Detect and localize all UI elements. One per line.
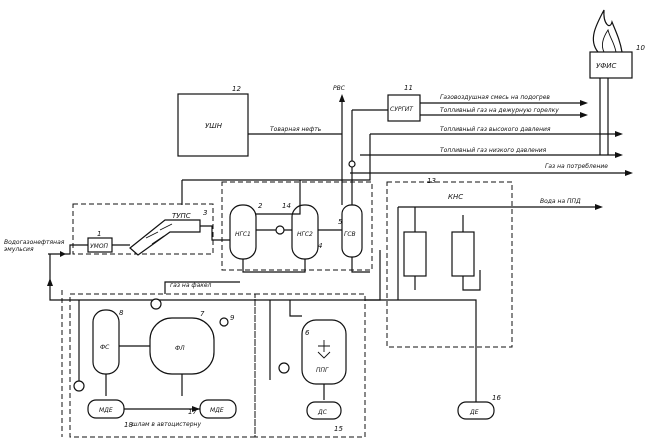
- surgit-label: СУРГИТ: [390, 106, 414, 113]
- stream-water: Вода на ППД: [540, 198, 581, 205]
- tups-label: ТУПС: [172, 212, 191, 220]
- ngs1-label: НГС1: [235, 231, 251, 238]
- inlet-line: [48, 245, 88, 254]
- num-5: 5: [338, 218, 343, 226]
- ds-label: ДС: [317, 409, 328, 416]
- tups-pipe: [130, 220, 200, 255]
- arrow-water-ppd: [595, 204, 603, 210]
- tups-to-ngs: [200, 226, 230, 240]
- ngs2-label: НГС2: [297, 231, 313, 238]
- fs-label: ФС: [100, 344, 110, 351]
- arrow-high: [615, 131, 623, 137]
- stream-oil: Товарная нефть: [270, 126, 322, 133]
- kns-label: КНС: [448, 193, 463, 201]
- num-3: 3: [203, 209, 207, 217]
- gs-label: ГСВ: [344, 231, 356, 238]
- num-14: 14: [282, 202, 291, 210]
- ufis-leg: [600, 78, 608, 155]
- flame-inner-icon: [602, 30, 616, 52]
- num-4: 4: [318, 242, 322, 250]
- de-riser: [365, 300, 476, 402]
- stream-burner: Топливный газ на дежурную горелку: [440, 107, 559, 114]
- inlet-label-2: эмульсия: [4, 246, 34, 253]
- ugn-label: УШН: [205, 122, 223, 130]
- fs-vessel: [93, 310, 119, 374]
- de-label: ДЕ: [469, 409, 479, 416]
- num-13: 13: [427, 177, 436, 185]
- ppg-label: ППГ: [316, 367, 329, 374]
- kns-tank-1: [404, 232, 426, 276]
- arrow-consumption: [625, 170, 633, 176]
- stream-low: Топливный газ низкого давления: [440, 147, 547, 154]
- num-12: 12: [232, 85, 241, 93]
- num-11: 11: [404, 84, 413, 92]
- mde-pump-icon: [74, 381, 84, 391]
- pump-icon: [151, 299, 161, 309]
- num-15: 15: [334, 425, 343, 433]
- stream-sludge: шлам в автоцистерну: [132, 421, 201, 428]
- stream-gas-air: Газовоздушная смесь на подогрев: [440, 94, 550, 101]
- ufis-label: УФИС: [596, 62, 617, 70]
- num-8: 8: [119, 309, 124, 317]
- gauge-icon: [349, 161, 355, 167]
- arrow-up-left: [47, 278, 53, 286]
- arrow-low: [615, 152, 623, 158]
- stream-consumption: Газ на потребление: [545, 163, 608, 170]
- fl-label: ФЛ: [175, 345, 185, 352]
- inlet-arrow: [60, 251, 66, 257]
- num-7: 7: [200, 310, 205, 318]
- num-10: 10: [636, 44, 645, 52]
- arrow-burner: [580, 112, 588, 118]
- num-16: 16: [492, 394, 501, 402]
- stream-high: Топливный газ высокого давления: [440, 126, 551, 133]
- heater-icon: [276, 226, 284, 234]
- mde2-label: МДЕ: [210, 407, 224, 414]
- umop-label: УМОП: [90, 243, 109, 250]
- stream-rvs: РВС: [333, 85, 346, 92]
- mde1-label: МДЕ: [99, 407, 113, 414]
- num-1: 1: [97, 230, 101, 238]
- kns-tank-2: [452, 232, 474, 276]
- ngs-top-link: [256, 180, 300, 214]
- lower-header: [50, 250, 380, 300]
- valve-9-icon: [220, 318, 228, 326]
- ppg-pump-icon: [279, 363, 289, 373]
- arrow-gas-air: [580, 100, 588, 106]
- stream-flare: газ на факел: [170, 282, 212, 289]
- num-2: 2: [258, 202, 263, 210]
- num-9: 9: [230, 314, 235, 322]
- arrow-rvs: [339, 94, 345, 102]
- inlet-label-1: Водогазонефтяная: [4, 239, 65, 246]
- num-6: 6: [305, 329, 310, 337]
